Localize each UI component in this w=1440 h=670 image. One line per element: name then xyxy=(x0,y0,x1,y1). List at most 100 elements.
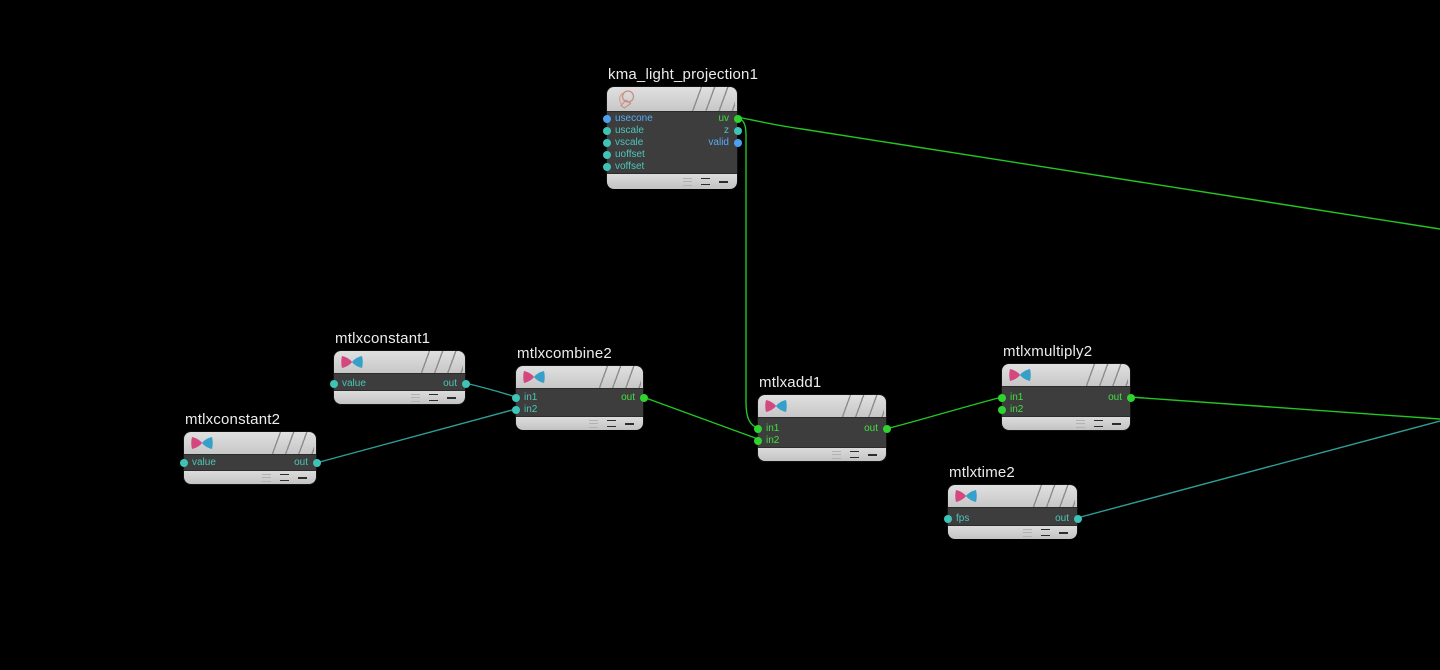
node-header[interactable] xyxy=(1002,364,1130,387)
port-row: value out xyxy=(179,457,321,469)
wire-kma-uv-to-offscreen-right[interactable] xyxy=(736,116,1440,230)
input-port-value[interactable] xyxy=(179,459,188,467)
node-flag-template-icon[interactable] xyxy=(589,419,598,428)
input-port-uscale[interactable] xyxy=(602,127,611,135)
output-port-out[interactable] xyxy=(882,425,891,433)
node-flag-display-icon[interactable] xyxy=(868,453,877,456)
materialx-icon xyxy=(341,356,363,369)
port-row: in1 out xyxy=(511,392,648,404)
node-title: mtlxcombine2 xyxy=(517,345,612,362)
wire-mtlxconstant2-out-to-mtlxcombine2-in2[interactable] xyxy=(315,408,517,464)
materialx-icon xyxy=(765,400,787,413)
output-port-out[interactable] xyxy=(639,394,648,402)
node-flag-bypass-icon[interactable] xyxy=(280,474,289,481)
node-mtlxcombine2[interactable]: mtlxcombine2 in1 out xyxy=(511,345,648,430)
input-port-in2[interactable] xyxy=(997,406,1006,414)
node-mtlxmultiply2[interactable]: mtlxmultiply2 in1 out xyxy=(997,343,1135,430)
output-port-z[interactable] xyxy=(733,127,742,135)
node-header[interactable] xyxy=(184,432,316,455)
input-port-usecone[interactable] xyxy=(602,115,611,123)
node-header[interactable] xyxy=(948,485,1077,508)
node-footer xyxy=(1002,416,1130,430)
output-port-out[interactable] xyxy=(461,380,470,388)
node-body: fps out xyxy=(943,508,1082,525)
node-title: kma_light_projection1 xyxy=(608,66,759,83)
input-port-in1[interactable] xyxy=(511,394,520,402)
node-flag-display-icon[interactable] xyxy=(447,396,456,399)
wire-mtlxmultiply2-out-to-offscreen-right[interactable] xyxy=(1129,396,1440,420)
port-label: in1 xyxy=(524,392,538,403)
port-row: in2 xyxy=(511,404,643,416)
node-mtlxconstant2[interactable]: mtlxconstant2 value out xyxy=(179,411,321,484)
node-flag-bypass-icon[interactable] xyxy=(701,178,710,185)
port-label: vscale xyxy=(615,137,644,148)
node-flag-display-icon[interactable] xyxy=(719,180,728,183)
input-port-in1[interactable] xyxy=(753,425,762,433)
node-footer xyxy=(334,390,465,404)
input-port-vscale[interactable] xyxy=(602,139,611,147)
port-row: in1 out xyxy=(753,423,891,435)
node-mtlxtime2[interactable]: mtlxtime2 fps out xyxy=(943,464,1082,539)
node-flag-template-icon[interactable] xyxy=(1076,419,1085,428)
wire-kma-uv-to-mtlxadd1-in1[interactable] xyxy=(736,116,759,429)
port-row: in2 xyxy=(753,435,886,447)
node-mtlxadd1[interactable]: mtlxadd1 in1 out xyxy=(753,374,891,461)
input-port-uoffset[interactable] xyxy=(602,151,611,159)
output-port-uv[interactable] xyxy=(733,115,742,123)
output-port-out[interactable] xyxy=(1073,515,1082,523)
port-label: out xyxy=(443,378,457,389)
node-title: mtlxconstant2 xyxy=(185,411,281,428)
input-port-in2[interactable] xyxy=(511,406,520,414)
node-flag-template-icon[interactable] xyxy=(411,393,420,402)
input-port-in2[interactable] xyxy=(753,437,762,445)
node-flag-display-icon[interactable] xyxy=(625,422,634,425)
output-port-out[interactable] xyxy=(312,459,321,467)
port-label: uscale xyxy=(615,125,644,136)
node-flag-template-icon[interactable] xyxy=(683,177,692,186)
node-footer xyxy=(607,173,737,189)
node-title: mtlxadd1 xyxy=(759,374,822,391)
node-flag-bypass-icon[interactable] xyxy=(429,394,438,401)
input-port-in1[interactable] xyxy=(997,394,1006,402)
materialx-icon xyxy=(523,371,545,384)
node-kma-light-projection1[interactable]: kma_light_projection1 usecone uv xyxy=(602,66,758,189)
port-label: out xyxy=(294,457,308,468)
wire-mtlxconstant1-out-to-mtlxcombine2-in1[interactable] xyxy=(464,382,517,398)
wire-mtlxcombine2-out-to-mtlxadd1-in2[interactable] xyxy=(642,396,759,440)
header-slant-lines xyxy=(1029,485,1075,507)
port-label: usecone xyxy=(615,113,653,124)
wire-mtlxtime2-out-to-offscreen-right[interactable] xyxy=(1076,420,1440,519)
node-header[interactable] xyxy=(758,395,886,418)
port-label: value xyxy=(342,378,366,389)
input-port-fps[interactable] xyxy=(943,515,952,523)
node-flag-template-icon[interactable] xyxy=(1023,528,1032,537)
node-flag-template-icon[interactable] xyxy=(262,473,271,482)
node-header[interactable] xyxy=(607,87,737,112)
node-flag-bypass-icon[interactable] xyxy=(850,451,859,458)
input-port-value[interactable] xyxy=(329,380,338,388)
node-flag-bypass-icon[interactable] xyxy=(1041,529,1050,536)
output-port-valid[interactable] xyxy=(733,139,742,147)
node-footer xyxy=(758,447,886,461)
node-header[interactable] xyxy=(516,366,643,389)
node-body: in1 out in2 xyxy=(511,389,648,416)
output-port-out[interactable] xyxy=(1126,394,1135,402)
port-label: in2 xyxy=(1010,404,1024,415)
port-label: out xyxy=(1055,513,1069,524)
wire-mtlxadd1-out-to-mtlxmultiply2-in1[interactable] xyxy=(885,396,1003,430)
node-mtlxconstant1[interactable]: mtlxconstant1 value out xyxy=(329,330,470,404)
node-flag-display-icon[interactable] xyxy=(1112,422,1121,425)
port-label: out xyxy=(1108,392,1122,403)
header-slant-lines xyxy=(417,351,463,373)
node-header[interactable] xyxy=(334,351,465,374)
light-projection-icon xyxy=(614,89,640,109)
node-flag-bypass-icon[interactable] xyxy=(607,420,616,427)
port-row: vscale valid xyxy=(602,137,742,149)
node-flag-bypass-icon[interactable] xyxy=(1094,420,1103,427)
node-flag-template-icon[interactable] xyxy=(832,450,841,459)
node-flag-display-icon[interactable] xyxy=(298,476,307,479)
node-flag-display-icon[interactable] xyxy=(1059,531,1068,534)
input-port-voffset[interactable] xyxy=(602,163,611,171)
